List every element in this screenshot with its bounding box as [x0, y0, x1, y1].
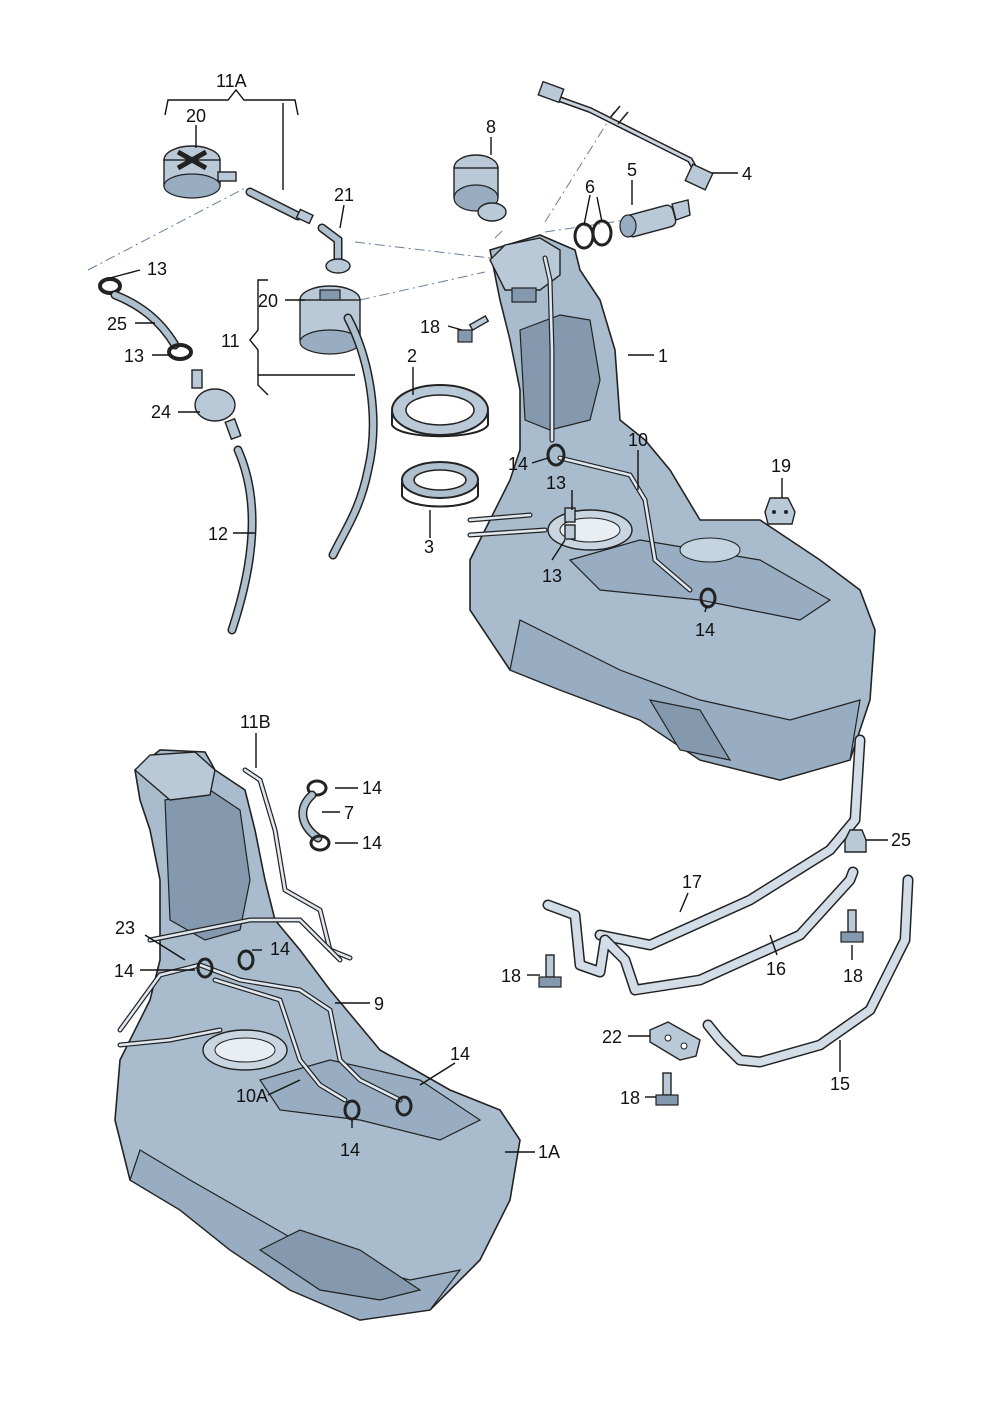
- label-14-g: 14: [450, 1044, 470, 1064]
- label-18-bottom: 18: [620, 1088, 640, 1108]
- label-9: 9: [374, 994, 384, 1014]
- label-13-upper: 13: [147, 259, 167, 279]
- clamp-13-lower[interactable]: [167, 343, 193, 361]
- label-5: 5: [627, 160, 637, 180]
- hose-7[interactable]: [298, 779, 331, 852]
- label-10a: 10A: [236, 1086, 268, 1106]
- label-18-right: 18: [843, 966, 863, 986]
- label-11a: 11A: [216, 71, 247, 91]
- label-15: 15: [830, 1074, 850, 1094]
- label-14-h: 14: [340, 1140, 360, 1160]
- cap-nut-25[interactable]: [844, 829, 867, 853]
- elbow-fitting[interactable]: [317, 223, 351, 274]
- label-18-left: 18: [501, 966, 521, 986]
- label-3: 3: [424, 537, 434, 557]
- tank-strap-15[interactable]: [702, 874, 914, 1068]
- bolt-18-right[interactable]: [840, 909, 864, 943]
- label-25-lower: 25: [891, 830, 911, 850]
- tank-1a-lines[interactable]: [117, 767, 413, 1121]
- label-14-a: 14: [508, 454, 528, 474]
- tank-strap-17[interactable]: [594, 734, 866, 951]
- label-7: 7: [344, 803, 354, 823]
- bolt-18-upper[interactable]: [457, 314, 490, 343]
- label-17: 17: [682, 872, 702, 892]
- charcoal-filter-upper[interactable]: [163, 145, 237, 199]
- filler-cap[interactable]: [453, 154, 507, 222]
- vent-hose-11[interactable]: [328, 313, 378, 560]
- hose-11a[interactable]: [245, 187, 314, 225]
- locking-ring[interactable]: [391, 384, 489, 438]
- label-11: 11: [221, 331, 240, 351]
- tank-strap-16[interactable]: [542, 866, 859, 996]
- label-14-f: 14: [114, 961, 134, 981]
- label-4: 4: [742, 164, 752, 184]
- label-13-d: 13: [542, 566, 562, 586]
- fuel-hose-12[interactable]: [227, 445, 257, 635]
- charcoal-filter-lower[interactable]: [299, 285, 361, 355]
- vent-valve[interactable]: [619, 199, 691, 238]
- label-13-c: 13: [546, 473, 566, 493]
- fuel-tank-1[interactable]: [469, 234, 876, 781]
- label-14-b: 14: [695, 620, 715, 640]
- tank-1-lines[interactable]: [467, 255, 717, 609]
- label-14-d: 14: [362, 833, 382, 853]
- label-10: 10: [628, 430, 648, 450]
- bolt-18-left[interactable]: [538, 954, 562, 988]
- label-11b: 11B: [240, 712, 271, 732]
- bolt-18-bottom[interactable]: [655, 1072, 679, 1106]
- label-18-upper: 18: [420, 317, 440, 337]
- leader-lines: [109, 88, 888, 1153]
- label-23: 23: [115, 918, 135, 938]
- label-2: 2: [407, 346, 417, 366]
- label-1a: 1A: [538, 1142, 560, 1162]
- callout-labels: 11A 20 13 25 13 24 12 21 20 11 8 18 2 3 …: [107, 71, 911, 1162]
- label-12: 12: [208, 524, 228, 544]
- label-14-e: 14: [270, 939, 290, 959]
- label-25-upper: 25: [107, 314, 127, 334]
- inline-filter-24[interactable]: [191, 369, 242, 441]
- label-24: 24: [151, 402, 171, 422]
- label-13-lower: 13: [124, 346, 144, 366]
- label-1: 1: [658, 346, 668, 366]
- label-16: 16: [766, 959, 786, 979]
- tank-seal[interactable]: [401, 461, 479, 508]
- label-20-lower: 20: [258, 291, 278, 311]
- label-14-c: 14: [362, 778, 382, 798]
- clamp-13-upper[interactable]: [98, 277, 122, 295]
- label-22: 22: [602, 1027, 622, 1047]
- cap-nut-19[interactable]: [764, 497, 796, 525]
- label-20-upper: 20: [186, 106, 206, 126]
- hose-25[interactable]: [110, 290, 180, 350]
- label-19: 19: [771, 456, 791, 476]
- label-6: 6: [585, 177, 595, 197]
- bracket-plate-22[interactable]: [649, 1021, 701, 1061]
- label-21: 21: [334, 185, 354, 205]
- label-8: 8: [486, 117, 496, 137]
- wiring-harness[interactable]: [537, 80, 714, 191]
